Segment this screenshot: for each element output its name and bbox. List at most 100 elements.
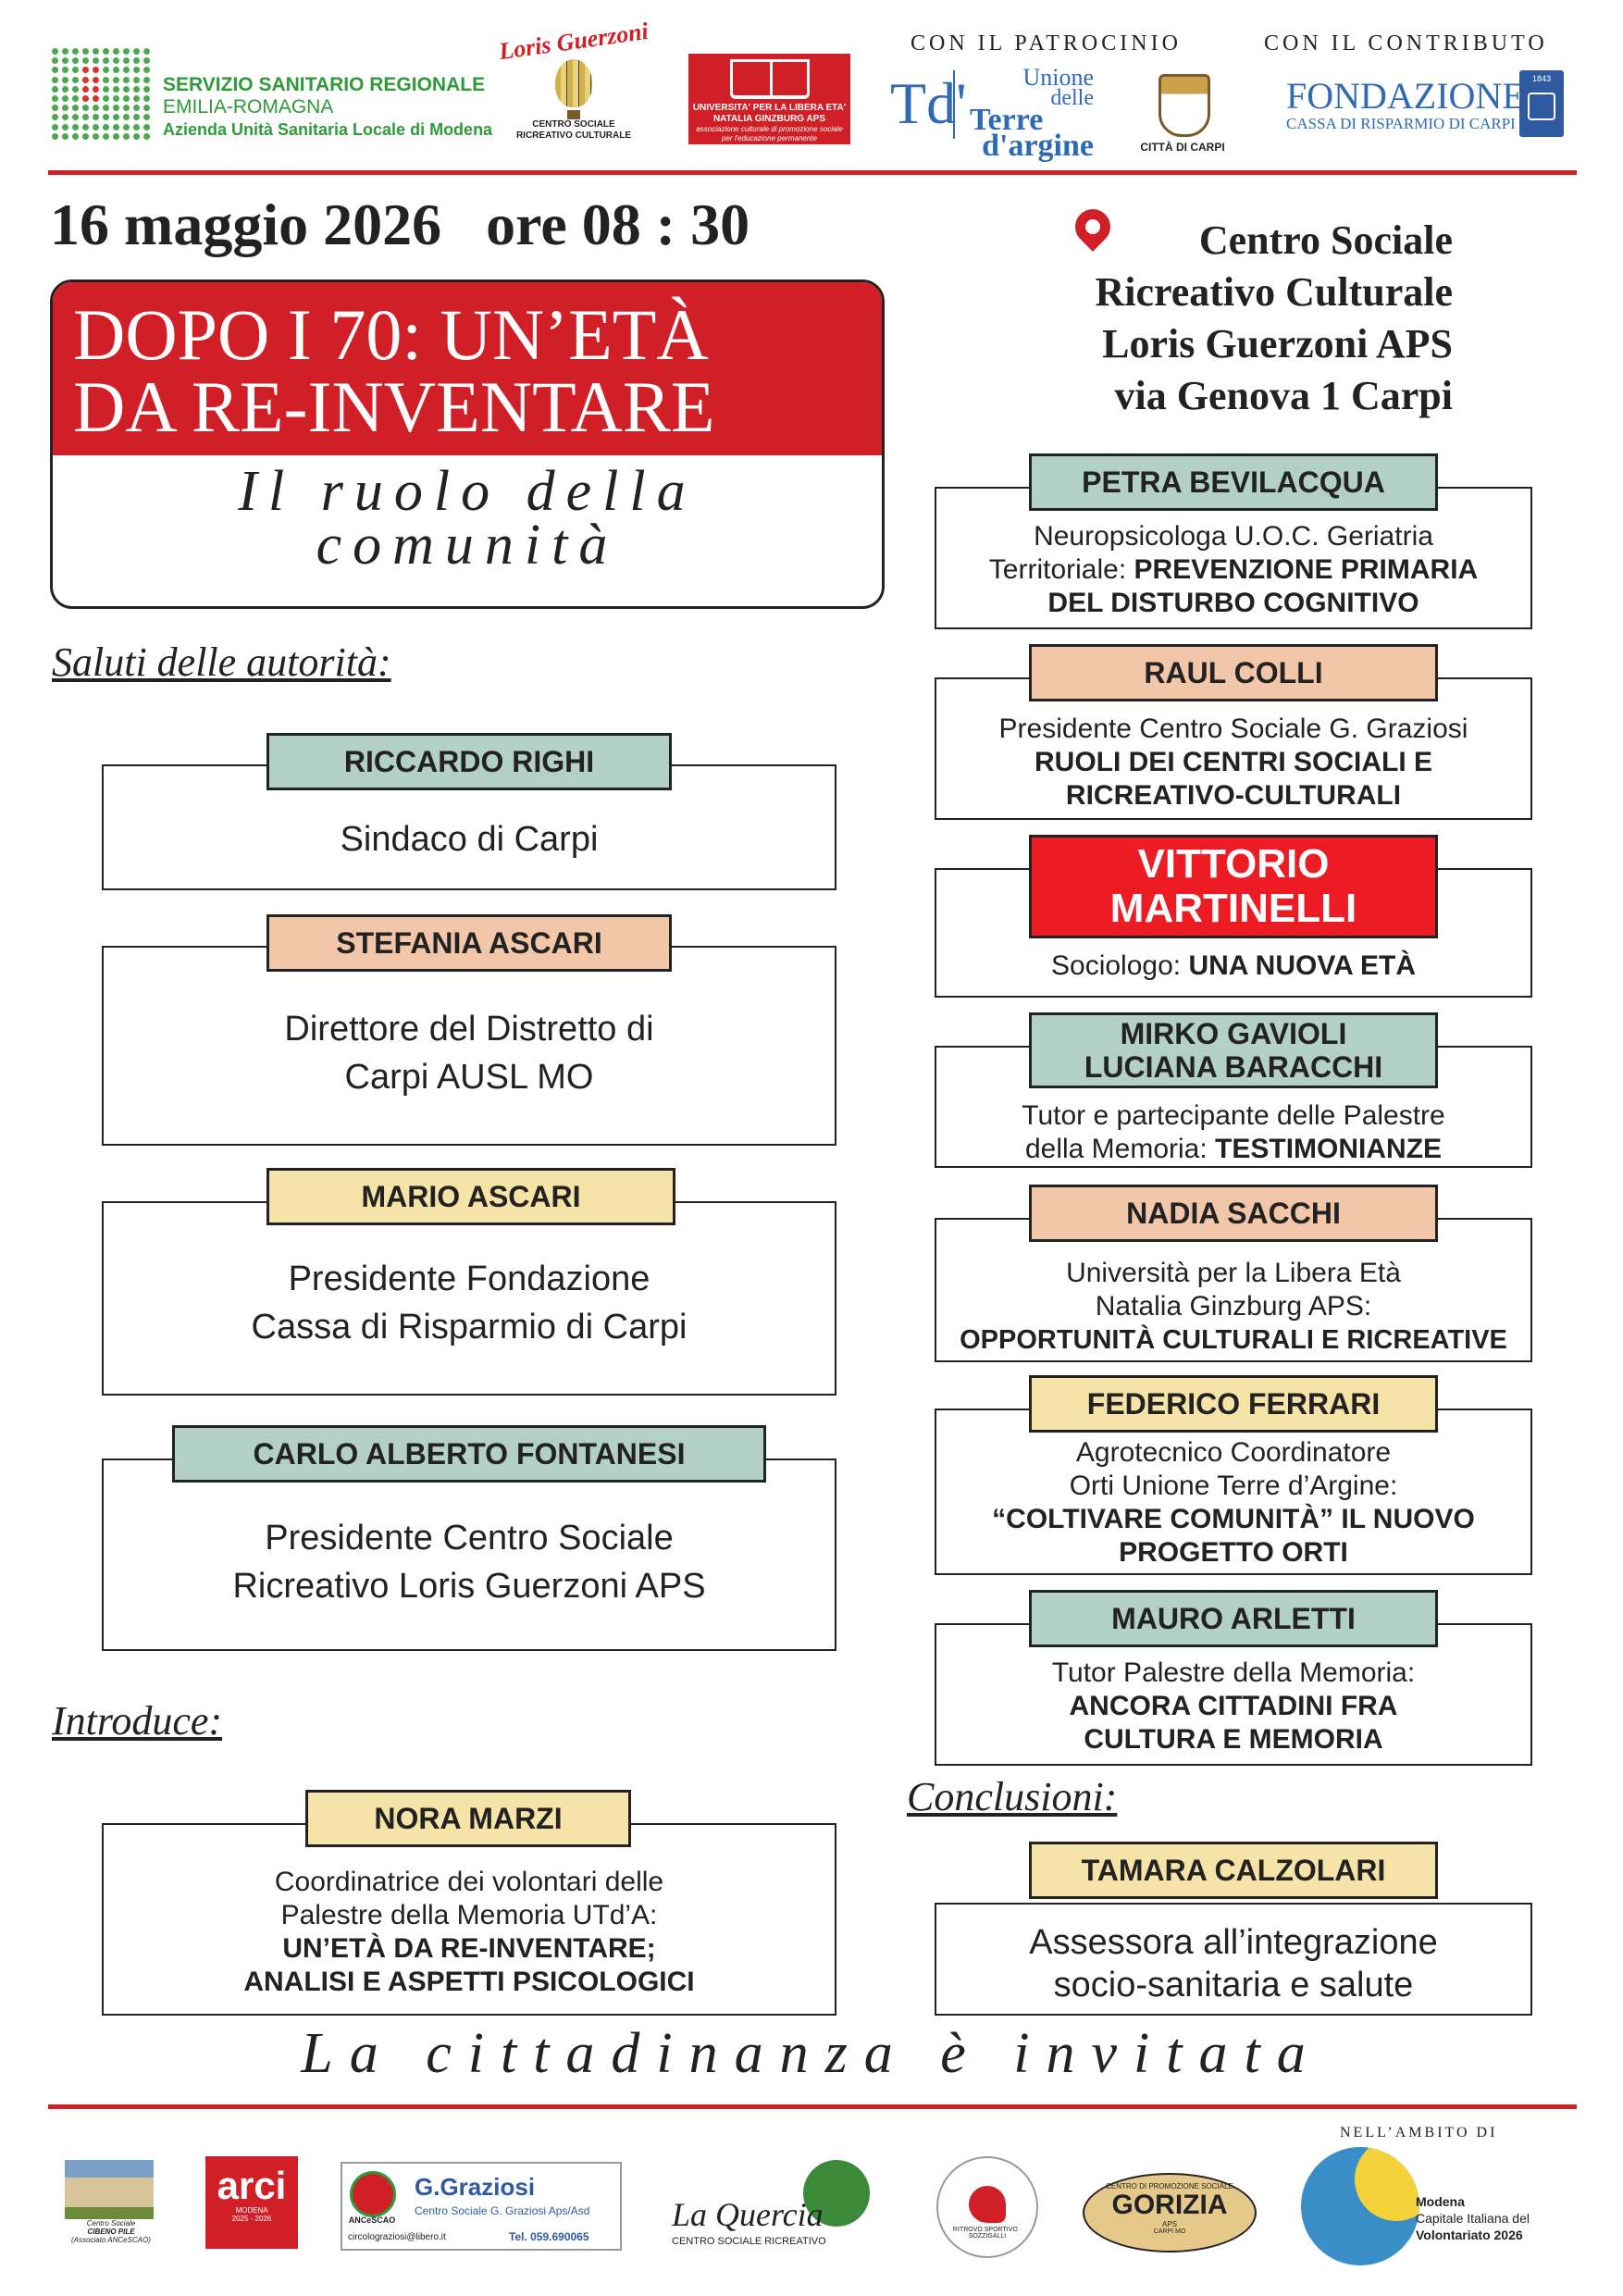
ssr-dot xyxy=(133,76,140,83)
fondazione-badge-icon: 1843 xyxy=(1519,70,1564,137)
name-line2: LUCIANA BARACCHI xyxy=(1084,1050,1383,1084)
ssr-dot xyxy=(133,114,140,121)
ssr-dot xyxy=(143,67,150,74)
ssr-dot xyxy=(123,57,130,65)
ssr-dot xyxy=(82,48,89,55)
name-line2: MARTINELLI xyxy=(1109,886,1357,931)
ssr-dot xyxy=(82,123,89,130)
intro-line1: Coordinatrice dei volontari delle xyxy=(274,1867,664,1897)
desc-line2b: PREVENZIONE PRIMARIA xyxy=(1134,554,1479,585)
ssr-dot xyxy=(72,123,79,130)
ssr-dot xyxy=(103,85,109,93)
ssr-dot xyxy=(72,48,79,55)
guerzoni-sub1: CENTRO SOCIALE xyxy=(532,119,615,130)
speaker-role: Sindaco di Carpi xyxy=(340,820,599,859)
desc-line2: Orti Unione Terre d’Argine: xyxy=(1069,1471,1398,1501)
speaker-name-tag: STEFANIA ASCARI xyxy=(266,914,672,972)
ssr-dot xyxy=(103,48,109,55)
gorizia-aps: APS xyxy=(1161,2220,1177,2228)
ssr-dot xyxy=(72,85,79,93)
patrocinio-label: CON IL PATROCINIO xyxy=(911,31,1182,56)
modena-line2: Capitale Italiana del xyxy=(1416,2211,1530,2226)
ssr-dot xyxy=(52,76,58,83)
ssr-dot xyxy=(93,123,99,130)
saluti-heading: Saluti delle autorità: xyxy=(52,639,391,685)
speaker-role: Direttore del Distretto di Carpi AUSL MO xyxy=(104,1005,835,1101)
cibeno-line2: CIBENO PILE xyxy=(87,2228,135,2236)
ssr-dot xyxy=(103,123,109,130)
desc-line1: Università per la Libera Età xyxy=(1066,1258,1401,1288)
ssr-dot xyxy=(113,85,119,93)
guerzoni-sub2: RICREATIVO CULTURALE xyxy=(515,130,632,141)
terre-line1: Unione xyxy=(1022,64,1094,91)
speaker-name-tag: NORA MARZI xyxy=(305,1790,631,1847)
introduce-heading: Introduce: xyxy=(52,1698,223,1744)
arci-sub1: MODENA xyxy=(235,2206,268,2215)
fondazione-logo-text: FONDAZIONE CASSA DI RISPARMIO DI CARPI xyxy=(1286,78,1525,133)
ssr-dot xyxy=(133,105,140,112)
modena-volontariato-icon xyxy=(1301,2147,1419,2265)
tree-icon xyxy=(803,2160,870,2227)
balloon-icon xyxy=(555,59,592,107)
speaker-card-m-ascari: Presidente Fondazione Cassa di Risparmio… xyxy=(102,1201,836,1396)
speaker-name-tag: MARIO ASCARI xyxy=(266,1168,675,1225)
cibeno-logo: Centro Sociale CIBENO PILE (Associato AN… xyxy=(65,2160,157,2262)
contributo-label: CON IL CONTRIBUTO xyxy=(1264,31,1548,56)
ssr-dot xyxy=(103,57,109,65)
ssr-dot xyxy=(93,57,99,65)
fondazione-eagle-icon xyxy=(1528,93,1555,120)
ssr-dot xyxy=(103,114,109,121)
ssr-dot xyxy=(113,123,119,130)
ssr-dot xyxy=(93,94,99,102)
fondazione-line2: CASSA DI RISPARMIO DI CARPI xyxy=(1286,115,1516,132)
terre-divider xyxy=(953,70,955,139)
speaker-desc: Neuropsicologa U.O.C. Geriatria Territor… xyxy=(936,520,1530,620)
ssr-dot xyxy=(62,123,68,130)
venue-line2: Ricreativo Culturale xyxy=(1095,269,1453,315)
venue: Centro Sociale Ricreativo Culturale Lori… xyxy=(972,215,1453,422)
arci-sub2: 2025 - 2026 xyxy=(231,2215,272,2223)
ssr-dot xyxy=(52,85,58,93)
desc-line2: della Memoria: TESTIMONIANZE xyxy=(936,1133,1530,1166)
speaker-desc: Tutor e partecipante delle Palestre dell… xyxy=(936,1099,1530,1166)
graziosi-line1: Centro Sociale G. Graziosi Aps/Asd xyxy=(415,2204,590,2217)
desc-line2b: TESTIMONIANZE xyxy=(1215,1134,1443,1164)
ssr-dot xyxy=(72,105,79,112)
ssr-dot xyxy=(62,105,68,112)
ssr-dot xyxy=(143,57,150,65)
arci-name: arci xyxy=(217,2164,287,2207)
modena-sun-shape xyxy=(1355,2147,1419,2221)
ssr-logo-text: SERVIZIO SANITARIO REGIONALE EMILIA-ROMA… xyxy=(163,74,492,141)
ssr-dot xyxy=(133,123,140,130)
footer-divider xyxy=(48,2104,1577,2109)
conclusion-line2: socio-sanitaria e salute xyxy=(1053,1966,1414,2004)
ssr-dot xyxy=(123,85,130,93)
ssr-dot xyxy=(93,114,99,121)
name-line1: VITTORIO xyxy=(1137,841,1330,887)
terre-line3: Terre xyxy=(970,103,1044,137)
terre-line2: delle xyxy=(1050,86,1094,110)
ssr-dot xyxy=(133,67,140,74)
desc-line3: “COLTIVARE COMUNITÀ” IL NUOVO xyxy=(992,1504,1475,1534)
ssr-dot xyxy=(123,105,130,112)
gorizia-logo: CENTRO DI PROMOZIONE SOCIALE GORIZIA APS… xyxy=(1083,2173,1257,2253)
speaker-card-fontanesi: Presidente Centro Sociale Ricreativo Lor… xyxy=(102,1458,836,1651)
desc-line1: Tutor e partecipante delle Palestre xyxy=(1022,1100,1445,1131)
event-time: 08 : 30 xyxy=(581,192,750,257)
event-time-label: ore xyxy=(486,192,567,257)
ssr-dot xyxy=(143,114,150,121)
conclusioni-heading: Conclusioni: xyxy=(907,1774,1118,1819)
ssr-dot xyxy=(113,132,119,140)
graziosi-tel: Tel. 059.690065 xyxy=(509,2230,589,2243)
role-line1: Presidente Centro Sociale xyxy=(265,1519,674,1558)
ssr-dot xyxy=(143,48,150,55)
desc-line1: Agrotecnico Coordinatore xyxy=(1075,1437,1392,1468)
event-date: 16 maggio 2026 xyxy=(50,192,442,257)
speaker-name-tag: RICCARDO RIGHI xyxy=(266,733,672,790)
arci-logo: arci MODENA 2025 - 2026 xyxy=(205,2156,298,2249)
ssr-dot xyxy=(82,76,89,83)
desc-line1: Neuropsicologa U.O.C. Geriatria xyxy=(1034,521,1433,552)
speaker-desc: Tutor Palestre della Memoria: ANCORA CIT… xyxy=(936,1657,1530,1756)
introducer-card: Coordinatrice dei volontari delle Palest… xyxy=(102,1823,836,2016)
ssr-dot xyxy=(113,114,119,121)
